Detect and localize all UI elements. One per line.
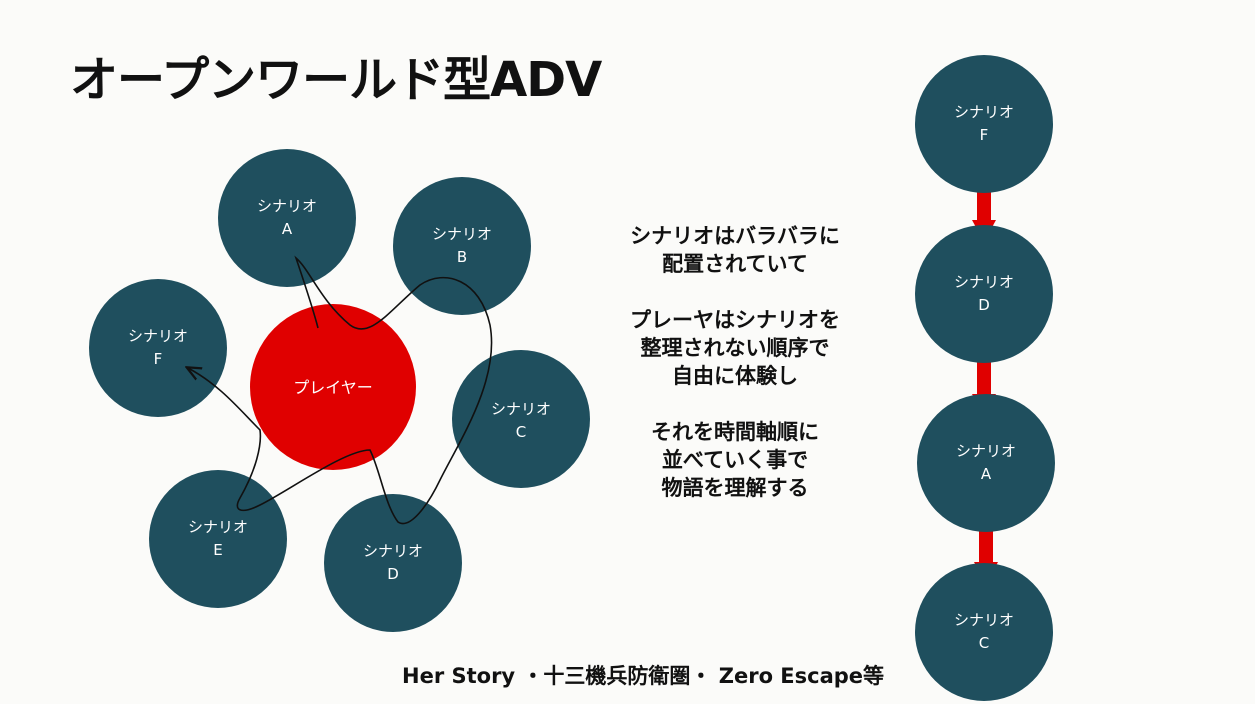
scenario-node-d: シナリオ D	[324, 494, 462, 632]
timeline-node-f: シナリオ F	[915, 55, 1053, 193]
footer-examples: Her Story ・十三機兵防衛圏・ Zero Escape等	[402, 664, 885, 688]
svg-text:F: F	[980, 126, 989, 144]
explanation-text: シナリオはバラバラに 配置されていて プレーヤはシナリオを 整理されない順序で …	[560, 222, 910, 530]
player-path	[188, 255, 493, 525]
svg-text:E: E	[213, 541, 222, 559]
svg-text:C: C	[516, 423, 526, 441]
explanation-line: シナリオはバラバラに	[630, 224, 840, 248]
scenario-node-f: シナリオ F	[89, 279, 227, 417]
explanation-block-3: それを時間軸順に 並べていく事で 物語を理解する	[560, 418, 910, 502]
svg-text:D: D	[387, 565, 399, 583]
explanation-block-1: シナリオはバラバラに 配置されていて	[560, 222, 910, 278]
svg-text:シナリオ: シナリオ	[954, 273, 1014, 291]
svg-text:C: C	[979, 634, 989, 652]
svg-text:シナリオ: シナリオ	[956, 442, 1016, 460]
slide-title: オープンワールド型ADV	[70, 52, 602, 108]
svg-text:シナリオ: シナリオ	[257, 197, 317, 215]
explanation-line: 並べていく事で	[661, 448, 809, 472]
svg-text:D: D	[978, 296, 990, 314]
timeline: シナリオ F シナリオ D シナリオ A シナリオ C	[915, 55, 1055, 701]
svg-text:A: A	[981, 465, 992, 483]
scenario-node-c: シナリオ C	[452, 350, 590, 488]
explanation-line: 自由に体験し	[672, 364, 798, 388]
svg-text:シナリオ: シナリオ	[954, 611, 1014, 629]
explanation-line: プレーヤはシナリオを	[630, 308, 840, 332]
svg-text:F: F	[154, 350, 163, 368]
svg-text:シナリオ: シナリオ	[128, 327, 188, 345]
timeline-arrow-2	[977, 352, 991, 396]
timeline-node-d: シナリオ D	[915, 225, 1053, 363]
svg-text:シナリオ: シナリオ	[954, 103, 1014, 121]
svg-text:シナリオ: シナリオ	[363, 542, 423, 560]
timeline-node-a: シナリオ A	[917, 394, 1055, 532]
explanation-line: 物語を理解する	[661, 476, 809, 500]
timeline-node-c: シナリオ C	[915, 563, 1053, 701]
player-circle	[250, 304, 416, 470]
explanation-line: 配置されていて	[662, 252, 808, 276]
explanation-block-2: プレーヤはシナリオを 整理されない順序で 自由に体験し	[560, 306, 910, 390]
scenario-node-a: シナリオ A	[218, 149, 356, 287]
svg-text:シナリオ: シナリオ	[491, 400, 551, 418]
svg-text:シナリオ: シナリオ	[188, 518, 248, 536]
explanation-line: 整理されない順序で	[640, 336, 830, 360]
svg-text:シナリオ: シナリオ	[432, 225, 492, 243]
explanation-line: それを時間軸順に	[651, 420, 819, 444]
svg-text:A: A	[282, 220, 293, 238]
svg-text:B: B	[457, 248, 467, 266]
player-label: プレイヤー	[293, 378, 373, 397]
scenario-node-e: シナリオ E	[149, 470, 287, 608]
scenario-node-b: シナリオ B	[393, 177, 531, 315]
